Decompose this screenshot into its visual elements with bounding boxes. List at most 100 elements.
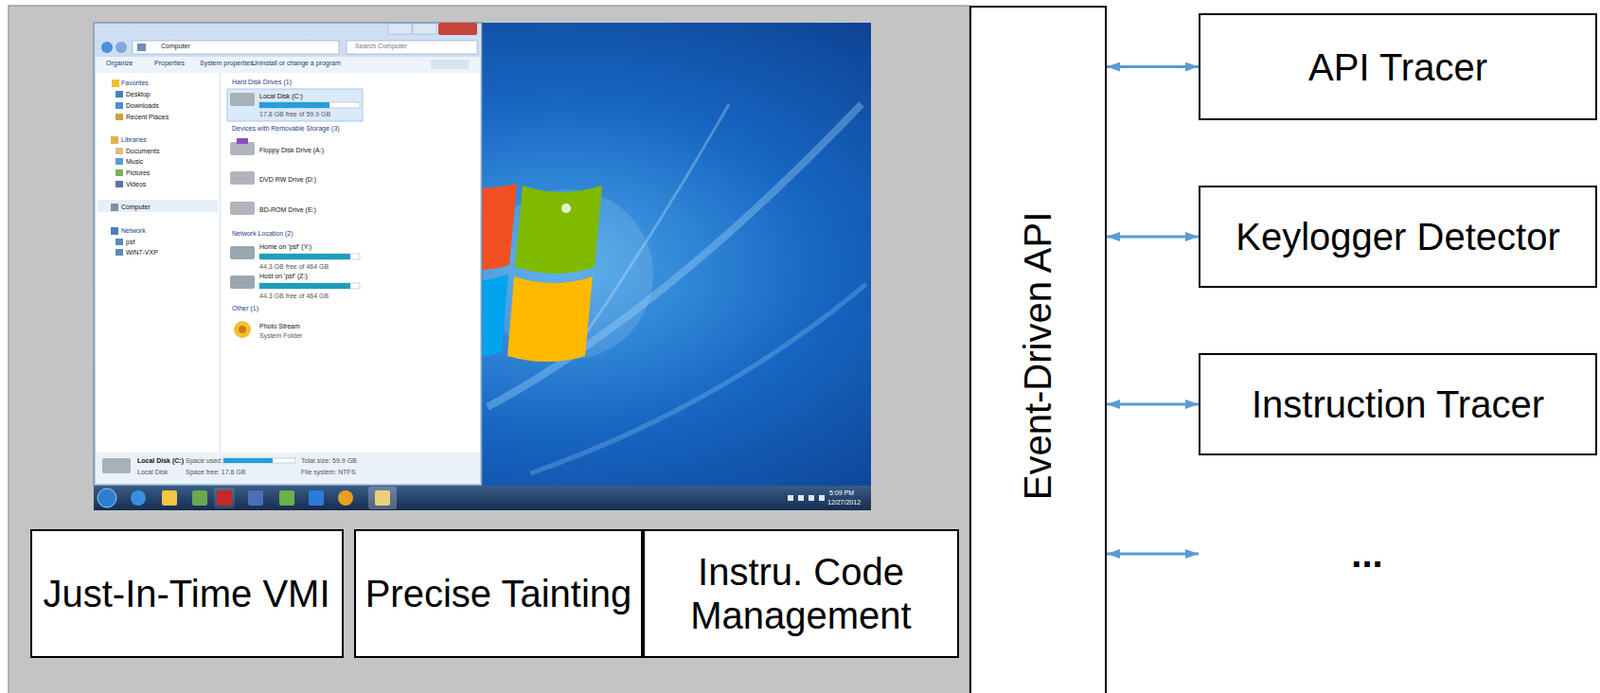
content-pane xyxy=(220,72,480,453)
screen-text: psf xyxy=(125,238,135,246)
capacity-bars-part xyxy=(223,458,296,463)
toolbar xyxy=(95,56,480,73)
start-orb xyxy=(97,488,117,508)
screen-text: 12/27/2012 xyxy=(827,498,861,506)
address-box xyxy=(132,40,339,54)
nav-icons-part xyxy=(115,180,124,188)
api-bar: Event-Driven API xyxy=(969,5,1107,693)
double-arrow xyxy=(1106,403,1199,407)
taskbar xyxy=(93,485,872,511)
taskbar-part xyxy=(808,495,815,501)
screen-text: System properties xyxy=(199,59,253,67)
nav-selection xyxy=(97,199,218,213)
screen-text: DVD RW Drive (D:) xyxy=(259,176,317,183)
screen-text: Organize xyxy=(106,59,133,67)
taskbar-part xyxy=(216,490,232,506)
drive-icons-part xyxy=(233,320,251,338)
drive-icons-part xyxy=(236,138,249,144)
screen-text: Downloads xyxy=(125,102,160,109)
taskbar-part xyxy=(308,490,324,506)
component-box: Precise Tainting xyxy=(354,529,643,658)
screen-text: Local Disk xyxy=(137,468,168,476)
pane-divider xyxy=(219,72,221,453)
drive-icons-part xyxy=(230,142,255,156)
address-icon xyxy=(137,43,146,52)
screen-text: Space free: 17.8 GB xyxy=(185,468,246,476)
box-label: Just-In-Time VMI xyxy=(43,571,331,616)
nav-icons-part xyxy=(115,158,124,165)
capacity-bars-part xyxy=(259,102,360,108)
screen-text: Home on 'psf' (Y:) xyxy=(259,243,312,250)
taskbar-part xyxy=(161,490,178,506)
drive-icons-part xyxy=(230,92,255,107)
taskbar-part xyxy=(787,495,794,501)
box-label: Instruction Tracer xyxy=(1251,382,1545,427)
screen-text: Network Location (2) xyxy=(231,230,294,237)
double-arrow xyxy=(1106,552,1199,556)
taskbar-part xyxy=(213,487,235,509)
maximize-button xyxy=(412,23,437,35)
capacity-bars-part xyxy=(259,253,351,260)
nav-icons-part xyxy=(115,169,124,177)
screen-text: 5:09 PM xyxy=(829,489,854,497)
screen-text: Network xyxy=(121,227,146,234)
nav-pane xyxy=(95,72,220,453)
taskbar-part xyxy=(192,490,208,506)
box-label: Precise Tainting xyxy=(365,571,633,616)
screen-text: Total size: 59.9 GB xyxy=(301,457,357,464)
taskbar-part xyxy=(248,490,264,506)
component-box: Instru. Code Management xyxy=(642,529,960,658)
screen-text: Properties xyxy=(154,59,185,67)
drive-icons-part xyxy=(238,325,247,334)
screen-text: Other (1) xyxy=(231,304,259,312)
back-button xyxy=(101,41,113,54)
plugin-box: Keylogger Detector xyxy=(1198,185,1598,288)
drive-icons-part xyxy=(230,201,255,215)
screen-text: Pictures xyxy=(125,169,150,177)
nav-icons-part xyxy=(115,90,124,98)
screen-text: Uninstall or change a program xyxy=(251,59,341,67)
status-bar xyxy=(95,452,480,484)
screen-text: Desktop xyxy=(125,90,151,98)
windows-logo-part xyxy=(561,203,571,214)
nav-icons-part xyxy=(110,136,119,144)
nav-icons-part xyxy=(115,248,124,256)
screen-text: Documents xyxy=(125,147,160,155)
screen-text: Photo Stream xyxy=(259,322,301,330)
nav-icons-part xyxy=(110,227,119,235)
forward-button xyxy=(115,41,127,54)
screen-text: Host on 'psf' (Z:) xyxy=(259,272,308,280)
double-arrow xyxy=(1106,235,1199,239)
screen-text: 17.8 GB free of 59.9 GB xyxy=(259,110,331,118)
windows-logo-part xyxy=(507,276,593,362)
light-swoosh xyxy=(487,104,862,408)
screen-text: WIN7-VXP xyxy=(125,248,159,256)
nav-icons-part xyxy=(111,79,120,88)
minimize-button xyxy=(388,23,412,35)
screen-text: Hard Disk Drives (1) xyxy=(231,78,292,86)
taskbar-part xyxy=(93,485,872,511)
close-button xyxy=(438,22,478,36)
screen-text: Local Disk (C:) xyxy=(259,92,303,100)
plugin-box: Instruction Tracer xyxy=(1198,353,1598,456)
box-label: Event-Driven API xyxy=(1016,212,1061,501)
capacity-bars-part xyxy=(259,102,330,108)
component-box: Just-In-Time VMI xyxy=(30,529,344,658)
desktop-background xyxy=(93,22,872,511)
desktop-screenshot xyxy=(93,22,872,511)
box-label: ... xyxy=(1351,532,1383,576)
screen-text: Floppy Disk Drive (A:) xyxy=(259,146,324,154)
screen-text: Search Computer xyxy=(355,42,408,50)
box-label: Keylogger Detector xyxy=(1235,214,1560,259)
screen-text: Recent Places xyxy=(125,113,169,121)
screen-text: Space used: xyxy=(185,457,223,464)
windows-logo-part xyxy=(515,185,603,274)
screen-text: Devices with Removable Storage (3) xyxy=(231,124,340,132)
taskbar-part xyxy=(798,495,804,501)
box-label: API Tracer xyxy=(1308,45,1488,89)
nav-icons-part xyxy=(115,147,124,155)
screen-text: System Folder xyxy=(259,332,303,339)
box-label: Instru. Code Management xyxy=(644,550,958,638)
screen-text: Computer xyxy=(121,203,151,211)
